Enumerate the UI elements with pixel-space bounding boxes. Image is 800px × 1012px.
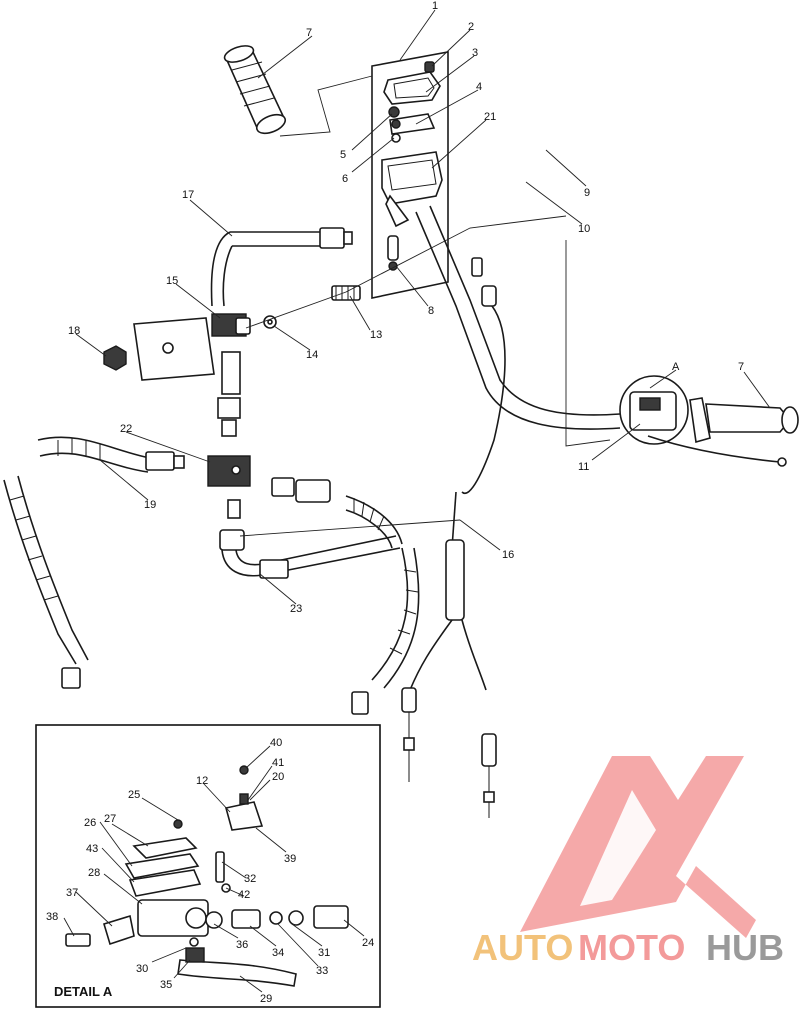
- callout-20: 20: [272, 771, 284, 783]
- brake-hose-23: [219, 529, 401, 579]
- callout-19: 19: [144, 499, 156, 511]
- callout-27: 27: [104, 813, 116, 825]
- washer-14: [263, 315, 277, 329]
- automotohub-watermark: AUTO MOTO HUB: [472, 756, 784, 968]
- callout-41: 41: [272, 757, 284, 769]
- brake-hose-left: [3, 475, 89, 689]
- callout-21: 21: [484, 111, 496, 123]
- callout-18: 18: [68, 325, 80, 337]
- callout-12: 12: [196, 775, 208, 787]
- handlebar-grip-upper: [223, 45, 287, 135]
- bolt-guide-line: [245, 215, 567, 329]
- watermark-moto: MOTO: [578, 927, 685, 968]
- handlebar-tube: [415, 205, 621, 430]
- bracket-plate: [133, 317, 215, 381]
- callout-7-upper: 7: [306, 27, 312, 39]
- callout-10: 10: [578, 223, 590, 235]
- callout-A: A: [672, 361, 680, 373]
- callout-2: 2: [468, 21, 474, 33]
- nut-18: [103, 345, 127, 371]
- hose-from-block: [217, 351, 241, 437]
- junction-block-15: [211, 313, 251, 337]
- watermark-auto: AUTO: [472, 927, 573, 968]
- callout-25: 25: [128, 789, 140, 801]
- callout-40: 40: [270, 737, 282, 749]
- master-cylinder-assembly: [619, 375, 799, 467]
- callout-9: 9: [584, 187, 590, 199]
- callout-30: 30: [136, 963, 148, 975]
- detail-a-label: DETAIL A: [54, 984, 113, 999]
- brake-hose-lower-center: [351, 547, 420, 715]
- callout-35: 35: [160, 979, 172, 991]
- banjo-bolt-13: [331, 285, 361, 301]
- grip-guide-line: [279, 75, 373, 137]
- reservoir-cap-assembly: [383, 61, 441, 105]
- reservoir-body: [381, 151, 443, 228]
- watermark-hub: HUB: [706, 927, 784, 968]
- callout-26: 26: [84, 817, 96, 829]
- callout-24: 24: [362, 937, 374, 949]
- callout-37: 37: [66, 887, 78, 899]
- brake-hose-19: [37, 436, 185, 473]
- callout-42: 42: [238, 889, 250, 901]
- callout-6: 6: [342, 173, 348, 185]
- hose-guide-line: [239, 519, 461, 537]
- junction-block-22: [207, 455, 251, 519]
- callout-17: 17: [182, 189, 194, 201]
- callout-38: 38: [46, 911, 58, 923]
- callout-4: 4: [476, 81, 482, 93]
- callout-33: 33: [316, 965, 328, 977]
- reservoir-gasket: [389, 113, 436, 135]
- callout-34: 34: [272, 947, 284, 959]
- callout-23: 23: [290, 603, 302, 615]
- callout-39: 39: [284, 853, 296, 865]
- callout-3: 3: [472, 47, 478, 59]
- callout-14: 14: [306, 349, 318, 361]
- callout-13: 13: [370, 329, 382, 341]
- callout-43: 43: [86, 843, 98, 855]
- callout-31: 31: [318, 947, 330, 959]
- callout-11: 11: [578, 461, 589, 473]
- hose-fitting-8: [387, 235, 399, 271]
- cable-guide-line: [565, 240, 611, 447]
- callout-32: 32: [244, 873, 256, 885]
- callout-5: 5: [340, 149, 346, 161]
- hose-right-of-22: [271, 477, 403, 549]
- callout-numbers: 1 2 3 4 21 5 6 7 7 8 9 10 11 13 14 15 16…: [46, 0, 744, 1005]
- callout-16: 16: [502, 549, 514, 561]
- leader-lines: [63, 9, 771, 993]
- brake-hose-17: [210, 227, 353, 307]
- throttle-cables: [401, 257, 506, 818]
- callout-22: 22: [120, 423, 132, 435]
- callout-7-right: 7: [738, 361, 744, 373]
- callout-28: 28: [88, 867, 100, 879]
- detail-a-parts: [65, 765, 349, 987]
- callout-8: 8: [428, 305, 434, 317]
- callout-29: 29: [260, 993, 272, 1005]
- callout-15: 15: [166, 275, 178, 287]
- callout-1: 1: [432, 0, 438, 12]
- detail-a-frame: [35, 724, 381, 1008]
- callout-36: 36: [236, 939, 248, 951]
